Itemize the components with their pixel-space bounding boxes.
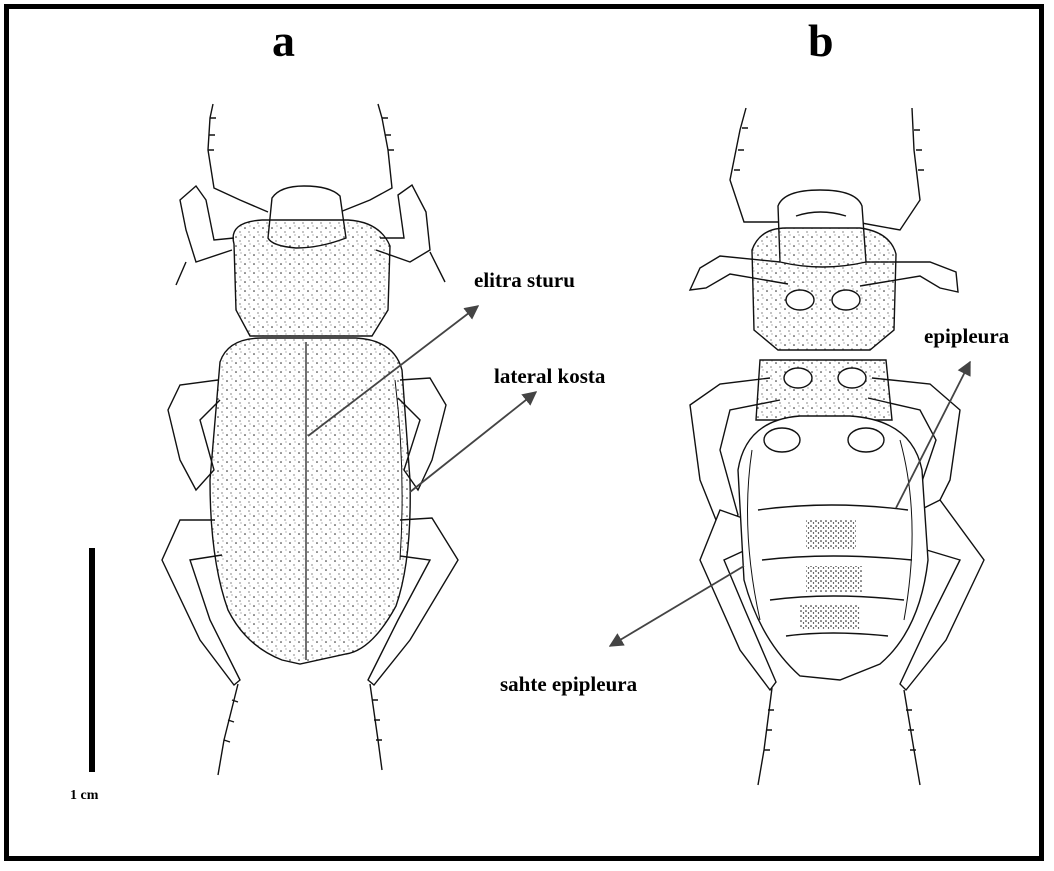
antenna-right xyxy=(340,104,392,212)
pronotum xyxy=(233,220,390,336)
prothorax-ventral xyxy=(752,228,896,350)
elytra xyxy=(210,338,410,664)
foreleg-left xyxy=(180,186,234,262)
scale-bar-label: 1 cm xyxy=(70,788,98,804)
antenna-left-b xyxy=(730,108,782,222)
mesothorax-ventral xyxy=(756,360,892,420)
antenna-left xyxy=(208,104,268,212)
beetle-dorsal-view xyxy=(162,104,458,775)
beetle-ventral-view xyxy=(690,108,984,785)
panel-label-a: a xyxy=(272,18,295,64)
label-epipleura: epipleura xyxy=(924,326,1009,347)
antenna-right-b xyxy=(856,108,920,230)
label-false-epipleura: sahte epipleura xyxy=(500,674,637,695)
label-lateral-costa: lateral kosta xyxy=(494,366,605,387)
panel-label-b: b xyxy=(808,18,834,64)
label-elytral-suture: elitra sturu xyxy=(474,270,575,291)
scale-bar xyxy=(89,548,95,772)
